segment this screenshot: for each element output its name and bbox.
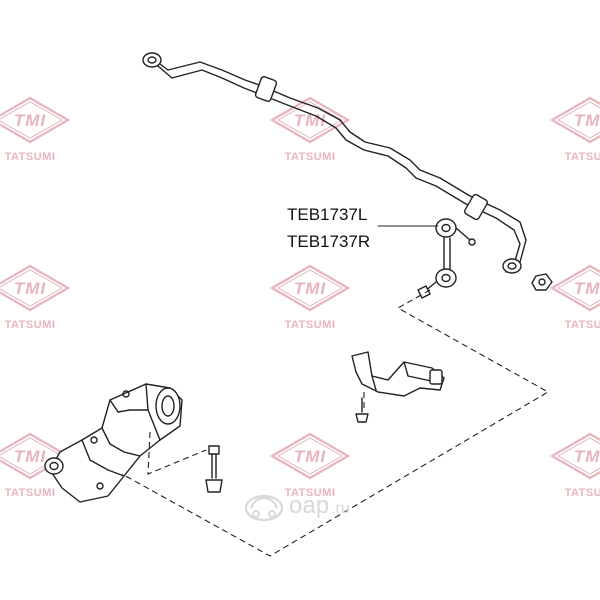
tatsumi-brand-text: TATSUMI [5,319,56,331]
tmi-diamond-inner [276,101,344,139]
tmi-diamond-logo-icon [0,96,71,144]
watermark-layer: TMI TATSUMI TMI TATSUMI TMI TATSUMI TMI TATSUMI… [0,96,600,499]
tmi-diamond-logo-icon [549,264,600,312]
tmi-diamond-inner [276,269,344,307]
tmi-diamond-inner [276,437,344,475]
tmi-diamond-logo-icon [0,264,71,312]
tmi-diamond-logo-icon [549,432,600,480]
tatsumi-brand-text: TATSUMI [565,319,600,331]
tmi-logo-text: TMI [14,447,47,466]
part-number-label-right: TEB1737R [287,232,371,251]
tmi-logo-text: TMI [574,447,600,466]
tatsumi-brand-text: TATSUMI [285,151,336,163]
tmi-diamond-inner [0,269,64,307]
tmi-diamond-logo-icon [269,432,351,480]
tmi-diamond-logo-icon [549,96,600,144]
part-number-label-left: TEB1737L [287,205,368,224]
tatsumi-brand-text: TATSUMI [565,487,600,499]
tatsumi-brand-text: TATSUMI [285,319,336,331]
tmi-logo-text: TMI [14,279,47,298]
tmi-logo-text: TMI [294,447,327,466]
assembly-guide-lines [121,289,550,557]
stabilizer-bar [142,52,553,291]
tmi-logo-text: TMI [14,111,47,130]
autodoc-site-suffix: .ru [331,500,350,517]
autodoc-watermark: oap.ru [243,488,350,524]
autodoc-car-icon [244,494,284,522]
stabilizer-link [417,218,476,299]
tmi-diamond-inner [556,269,600,307]
autodoc-site-text: oap [289,492,330,519]
tmi-diamond-inner [556,437,600,475]
tmi-logo-text: TMI [574,279,600,298]
tmi-diamond-logo-icon [269,96,351,144]
tmi-logo-text: TMI [294,279,327,298]
suspension-arm [44,383,223,503]
tatsumi-brand-text: TATSUMI [565,151,600,163]
mounting-bracket [351,351,445,423]
tmi-diamond-logo-icon [269,264,351,312]
tmi-diamond-inner [556,101,600,139]
tatsumi-brand-text: TATSUMI [5,487,56,499]
tatsumi-brand-text: TATSUMI [285,487,336,499]
tmi-logo-text: TMI [294,111,327,130]
tmi-logo-text: TMI [574,111,600,130]
tmi-diamond-inner [0,101,64,139]
tatsumi-brand-text: TATSUMI [5,151,56,163]
